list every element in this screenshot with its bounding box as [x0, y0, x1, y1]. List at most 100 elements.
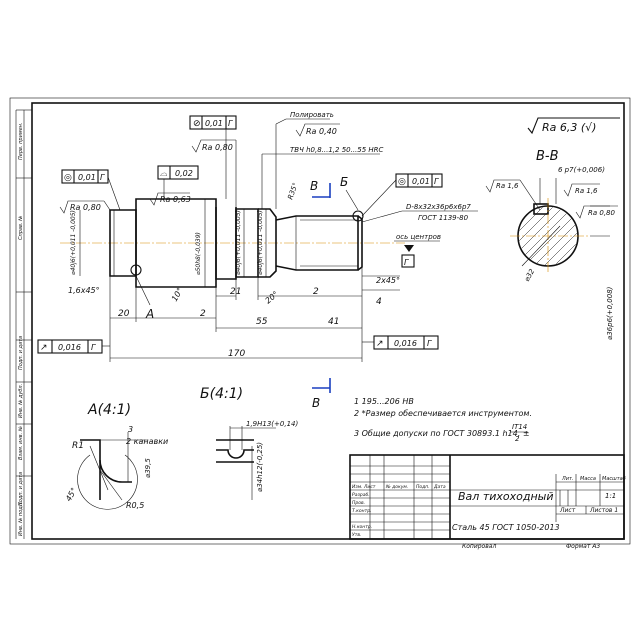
- tb-row-5: Пров.: [352, 500, 365, 506]
- tol-frame-2: ⌓ 0,02: [157, 165, 199, 199]
- tvch-label: ТВЧ h0,8...1,2 50...55 HRC: [290, 146, 384, 154]
- detail-b: Б(4:1): [200, 386, 276, 500]
- dim-41: 41: [328, 317, 339, 327]
- dim-2a: 2: [200, 309, 206, 319]
- tol-frame-1: ⊘ 0,01 Г: [189, 115, 237, 199]
- dim-55: 55: [256, 317, 268, 327]
- tb-lit: Лит.: [561, 476, 574, 482]
- tb-row-4: Разраб.: [352, 492, 370, 498]
- view-b-marker: Б: [340, 175, 348, 189]
- detail-a-r1: R1: [72, 441, 84, 451]
- roughness-general: Ra 6,3 (√): [527, 117, 620, 135]
- tol-frame-5: ↗ 0,016 Г: [37, 339, 110, 354]
- svg-text:0,016: 0,016: [394, 339, 417, 348]
- stamp-6: Инв. № подл.: [18, 502, 24, 537]
- tb-mass: Масса: [580, 476, 596, 482]
- section-fit: 6 p7(+0,006): [558, 166, 605, 174]
- svg-text:◎: ◎: [398, 177, 406, 187]
- dia-3: ⌀40j6(+0,011 -0,005): [235, 210, 242, 275]
- tb-scale: Масштаб: [602, 476, 626, 482]
- tb-scale-val: 1:1: [605, 492, 616, 500]
- tol-frame-4: ◎ 0,01 Г: [361, 173, 443, 217]
- ra-callouts: Ra 0,40 Ra 0,80 Ra 0,63 Ra 0,80: [59, 123, 340, 214]
- note-3: 3 Общие допуски по ГОСТ 30893.1 h14, ±: [354, 429, 530, 438]
- tol-frame-6: ↗ 0,016 Г: [362, 335, 439, 350]
- svg-text:Г: Г: [100, 173, 105, 182]
- tb-row-7: Н.контр.: [352, 524, 372, 530]
- roughness-general-text: Ra 6,3 (√): [542, 121, 596, 134]
- svg-text:Г: Г: [91, 343, 96, 352]
- section-vv: В-В: [510, 149, 610, 274]
- svg-text:Г: Г: [228, 119, 233, 128]
- section-ra-0: Ra 1,6: [496, 182, 519, 190]
- tol-frame-3: ◎ 0,01 Г: [61, 169, 121, 211]
- note-frac-bot: 2: [515, 435, 520, 443]
- section-title: В-В: [536, 149, 559, 164]
- tb-name: Вал тихоходный: [458, 490, 553, 503]
- angle-20: 20°: [264, 290, 281, 306]
- stamp-1: Справ. №: [18, 216, 24, 240]
- view-v-marker-2: В: [312, 396, 320, 410]
- title-block: [349, 454, 625, 540]
- svg-text:◎: ◎: [64, 173, 72, 183]
- dim-2b: 2: [313, 287, 319, 297]
- note-frac-top: IT14: [512, 423, 527, 431]
- svg-text:Г: Г: [434, 177, 439, 186]
- tb-format: Формат А3: [566, 543, 600, 550]
- shaft-main-view: [60, 198, 405, 362]
- section-tol: ⌀36p6(+0,008): [606, 286, 614, 340]
- dim-170: 170: [228, 349, 245, 359]
- axis-centres: ось центров: [396, 233, 441, 241]
- dia-1: ⌀40j6(+0,011 -0,005): [70, 210, 77, 275]
- datum-triangle: [404, 245, 414, 252]
- svg-text:Г: Г: [427, 339, 432, 348]
- stamp-3: Инв. № дубл.: [18, 384, 24, 418]
- dim-20: 20: [118, 309, 130, 319]
- view-v-marker: В: [310, 179, 318, 193]
- stamp-0: Перв. примен.: [18, 122, 24, 160]
- detail-a-dia: ⌀39,5: [144, 458, 152, 478]
- ra-top-3: Ra 0,80: [70, 203, 101, 212]
- section-ra-1: Ra 1,6: [575, 187, 598, 195]
- detail-b-width: 1,9Н13(+0,14): [246, 420, 298, 428]
- detail-a-title: А(4:1): [87, 402, 131, 418]
- chamfer-2: 2x45°: [376, 276, 400, 285]
- dimension-lines: [110, 275, 400, 359]
- leader-a: А: [145, 307, 154, 321]
- ra-top-0: Ra 0,40: [306, 127, 337, 136]
- spline-label: D-8x32x36p6x6p7: [406, 203, 471, 211]
- svg-text:0,02: 0,02: [175, 169, 193, 178]
- detail-a-3: 3: [128, 425, 133, 434]
- tb-row-1: № докум.: [385, 484, 408, 490]
- dia-4: ⌀40j6(+0,011 -0,005): [257, 210, 264, 275]
- note-2: 2 *Размер обеспечивается инструментом.: [354, 409, 532, 418]
- svg-text:0,016: 0,016: [58, 343, 81, 352]
- inner-frame: [31, 102, 625, 540]
- angle-10: 10°: [170, 286, 185, 303]
- svg-text:⊘: ⊘: [193, 119, 201, 129]
- svg-text:0,01: 0,01: [205, 119, 223, 128]
- ra-top-2: Ra 0,63: [160, 195, 191, 204]
- chamfer-1: 1,6x45°: [68, 286, 100, 295]
- section-dia: ⌀32: [523, 267, 537, 283]
- tb-copied: Копировал: [462, 543, 496, 550]
- section-ra-2: Ra 0,80: [588, 209, 616, 217]
- outer-frame: [9, 97, 631, 545]
- svg-text:↗: ↗: [40, 343, 48, 353]
- spline-gost: ГОСТ 1139-80: [418, 214, 469, 222]
- stamp-4: Взам. инв. №: [18, 426, 24, 460]
- note-1: 1 195...206 НВ: [354, 397, 414, 406]
- dim-21: 21: [230, 287, 241, 297]
- tb-row-2: Подп.: [416, 484, 430, 490]
- detail-a-r05: R0,5: [126, 501, 144, 510]
- svg-text:⌓: ⌓: [160, 169, 168, 179]
- svg-text:0,01: 0,01: [78, 173, 96, 182]
- stamp-2: Подп. и дата: [18, 336, 24, 370]
- notes: 1 195...206 НВ 2 *Размер обеспечивается …: [354, 397, 532, 443]
- ra-top-1: Ra 0,80: [202, 143, 233, 152]
- dia-2: ⌀50h8(-0,039): [195, 232, 202, 275]
- detail-a: А(4:1): [77, 402, 148, 510]
- tb-row-8: Утв.: [352, 532, 361, 538]
- angle-r35: R35°: [286, 182, 299, 201]
